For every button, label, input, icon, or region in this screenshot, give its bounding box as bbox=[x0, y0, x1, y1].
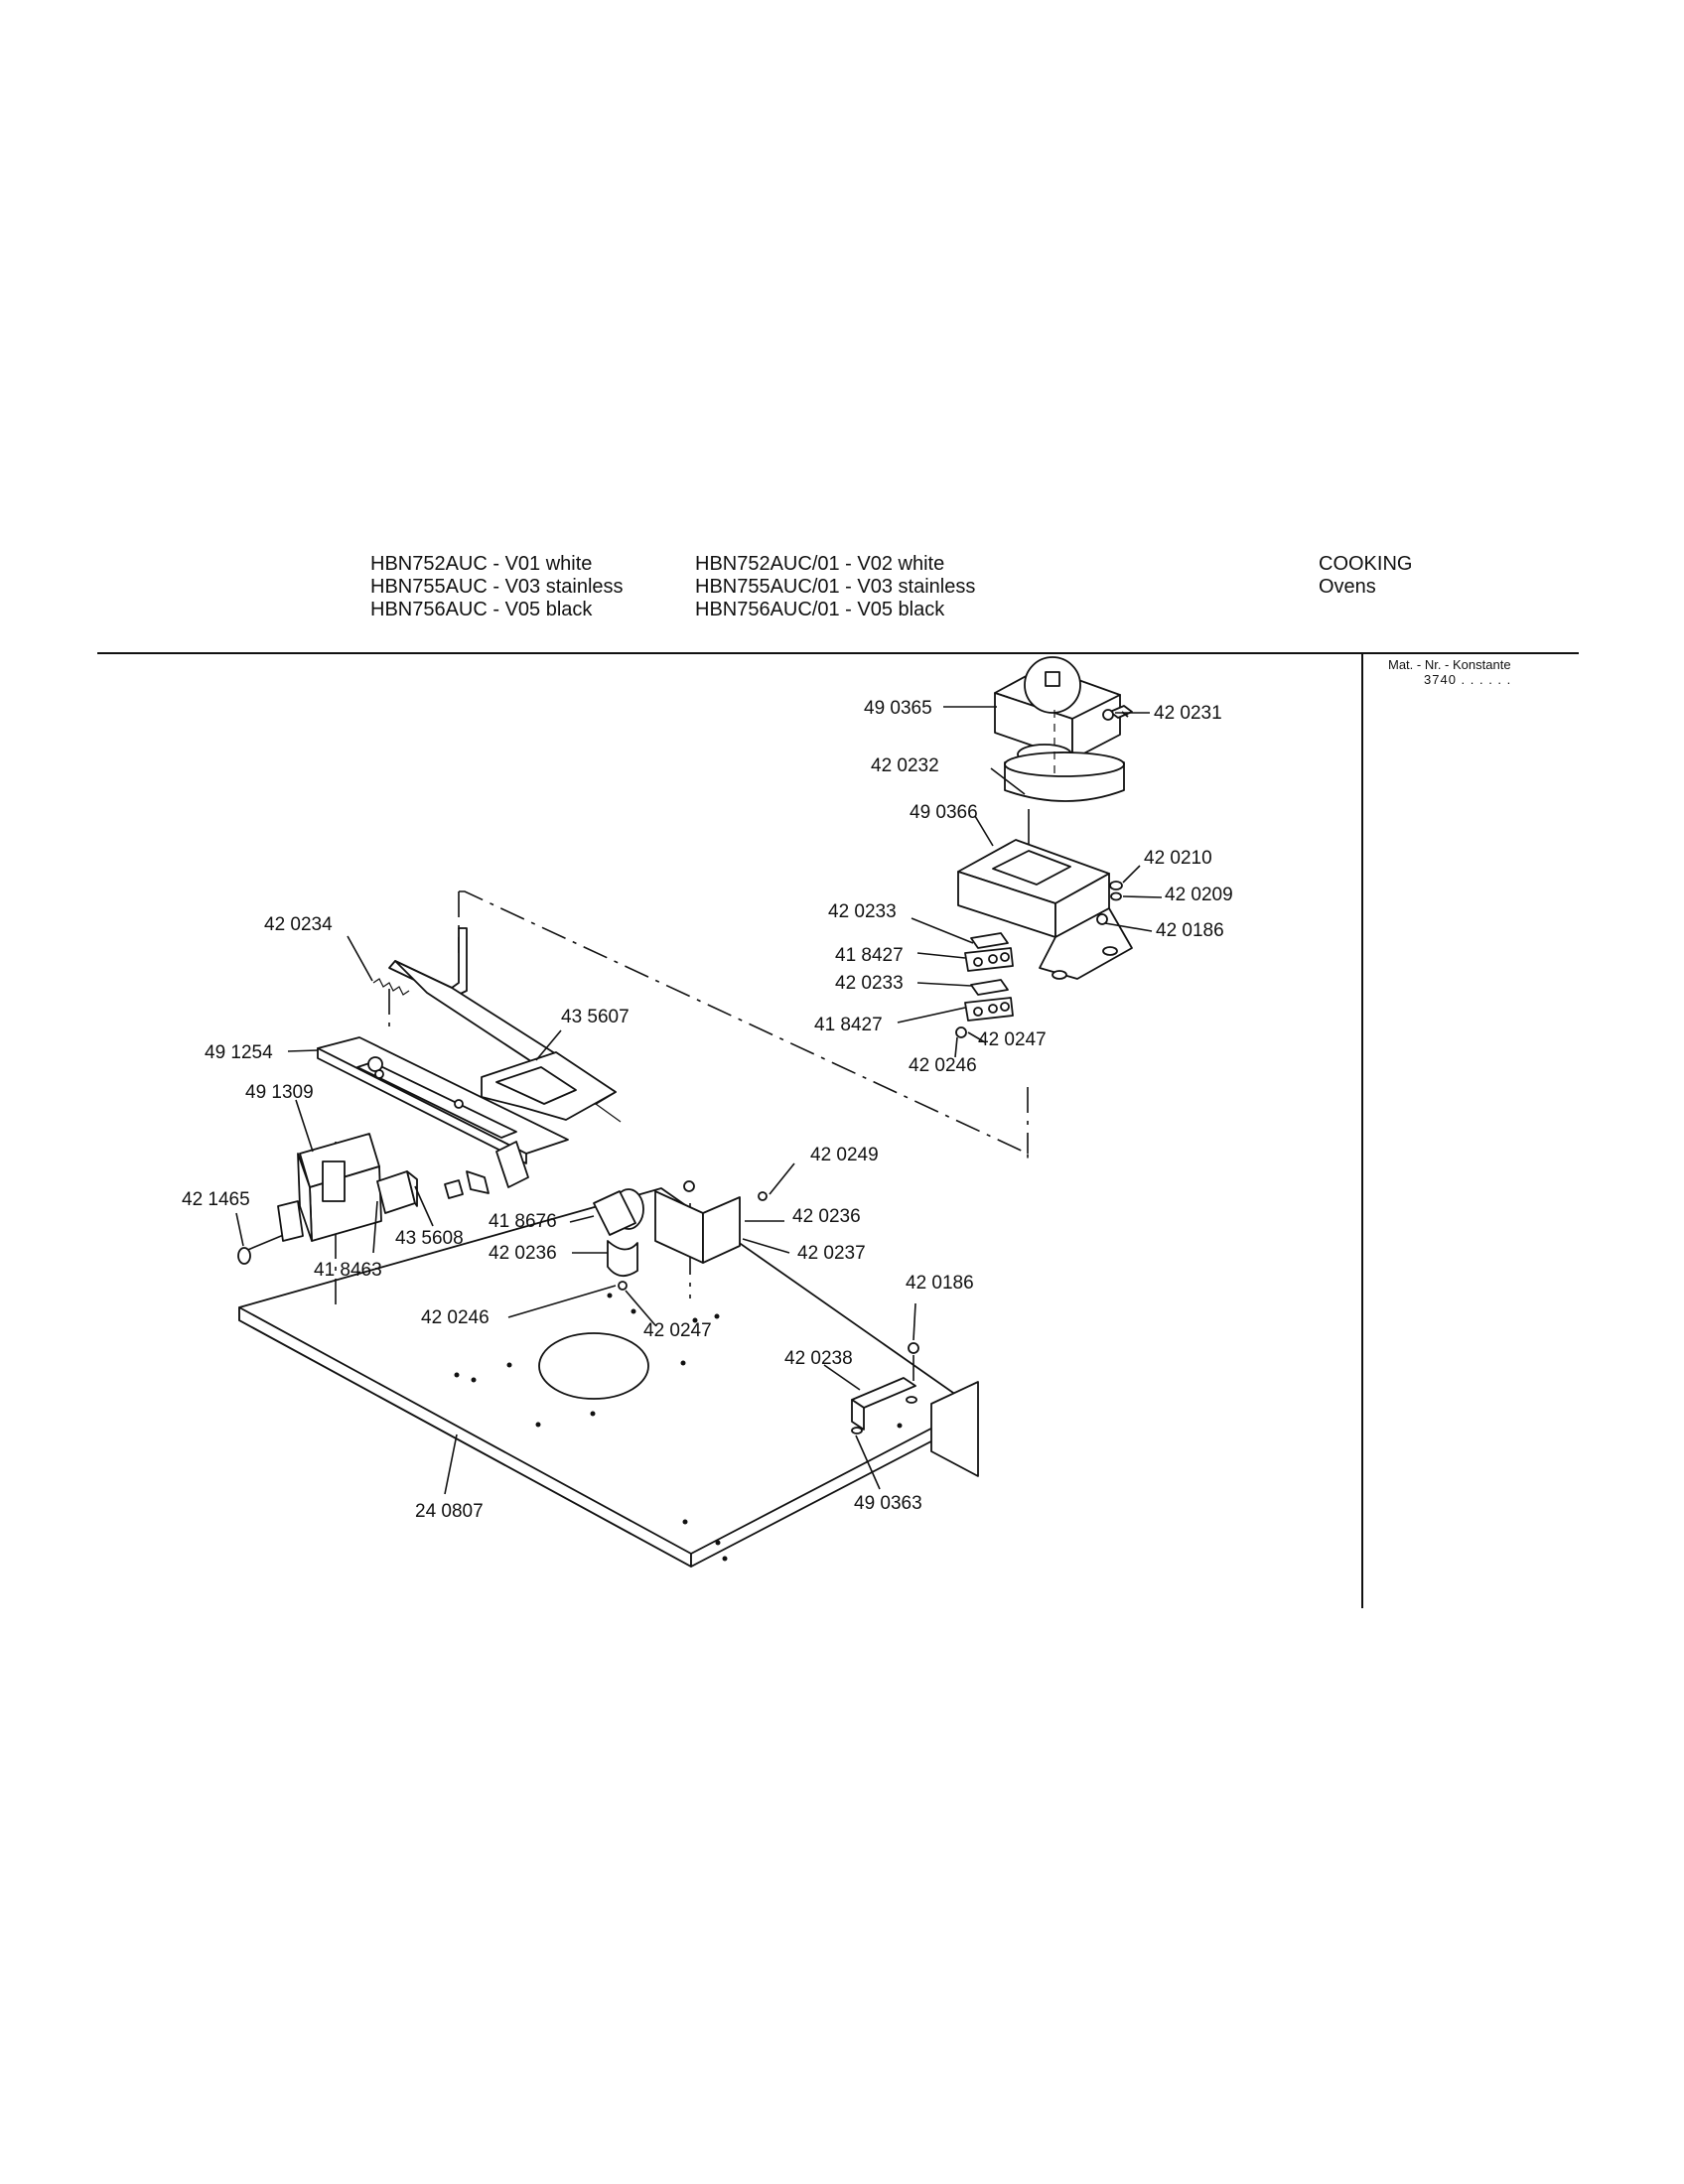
label-420186-bot: 42 0186 bbox=[906, 1273, 974, 1294]
label-420237: 42 0237 bbox=[797, 1243, 866, 1264]
label-490363: 49 0363 bbox=[854, 1493, 922, 1514]
model-line: HBN755AUC - V03 stainless bbox=[370, 576, 624, 598]
label-435607: 43 5607 bbox=[561, 1007, 630, 1027]
microswitch bbox=[376, 1170, 490, 1214]
category-main: COOKING bbox=[1319, 553, 1413, 575]
label-420236-b: 42 0236 bbox=[489, 1243, 557, 1264]
label-418427-b: 41 8427 bbox=[814, 1015, 883, 1035]
mounting-rail bbox=[317, 1036, 569, 1188]
fasteners-top bbox=[1096, 709, 1123, 925]
label-418676: 41 8676 bbox=[489, 1211, 557, 1232]
label-491254: 49 1254 bbox=[205, 1042, 273, 1063]
label-420210: 42 0210 bbox=[1144, 848, 1212, 869]
side-bracket bbox=[851, 1342, 919, 1434]
model-line: HBN756AUC - V05 black bbox=[370, 599, 593, 620]
label-420236-a: 42 0236 bbox=[792, 1206, 861, 1227]
model-line: HBN752AUC/01 - V02 white bbox=[695, 553, 945, 575]
label-420249: 42 0249 bbox=[810, 1145, 879, 1165]
label-420233-b: 42 0233 bbox=[835, 973, 904, 994]
label-491309: 49 1309 bbox=[245, 1082, 314, 1103]
category-sub: Ovens bbox=[1319, 576, 1376, 598]
bracket-rail bbox=[388, 927, 622, 1123]
label-418427-a: 41 8427 bbox=[835, 945, 904, 966]
label-490365: 49 0365 bbox=[864, 698, 932, 719]
leader-lines bbox=[235, 706, 1163, 1495]
label-420246-top: 42 0246 bbox=[909, 1055, 977, 1076]
category-label: COOKING Ovens bbox=[1319, 553, 1412, 599]
label-420232: 42 0232 bbox=[871, 755, 939, 776]
label-420231: 42 0231 bbox=[1154, 703, 1222, 724]
label-240807: 24 0807 bbox=[415, 1501, 484, 1522]
label-420246-bot: 42 0246 bbox=[421, 1307, 490, 1328]
label-418463: 41 8463 bbox=[314, 1260, 382, 1281]
switch-stack bbox=[955, 932, 1014, 1038]
top-assembly bbox=[957, 656, 1133, 980]
model-line: HBN755AUC/01 - V03 stainless bbox=[695, 576, 976, 598]
mat-nr-value: 3740 . . . . . . bbox=[1424, 672, 1512, 687]
thermostat-group bbox=[593, 1180, 768, 1291]
model-line: HBN752AUC - V01 white bbox=[370, 553, 593, 575]
label-490366: 49 0366 bbox=[910, 802, 978, 823]
header-divider bbox=[97, 652, 1579, 654]
label-420238: 42 0238 bbox=[784, 1348, 853, 1369]
label-421465: 42 1465 bbox=[182, 1189, 250, 1210]
label-420209: 42 0209 bbox=[1165, 885, 1233, 905]
model-line: HBN756AUC/01 - V05 black bbox=[695, 599, 945, 620]
label-435608: 43 5608 bbox=[395, 1228, 464, 1249]
model-list-right: HBN752AUC/01 - V02 white HBN755AUC/01 - … bbox=[695, 553, 975, 621]
label-420247-bot: 42 0247 bbox=[643, 1320, 712, 1341]
sidebar-divider bbox=[1361, 652, 1363, 1608]
material-number-box: Mat. - Nr. - Konstante 3740 . . . . . . bbox=[1388, 657, 1511, 687]
base-plate bbox=[238, 1187, 979, 1568]
door-lock-assembly bbox=[237, 1133, 382, 1265]
mat-nr-label: Mat. - Nr. - Konstante bbox=[1388, 657, 1511, 672]
model-list-left: HBN752AUC - V01 white HBN755AUC - V03 st… bbox=[370, 553, 624, 621]
label-420234: 42 0234 bbox=[264, 914, 333, 935]
part-labels: 49 0365 42 0231 42 0232 49 0366 42 0210 … bbox=[182, 698, 1233, 1522]
label-420186-top: 42 0186 bbox=[1156, 920, 1224, 941]
label-420247-top: 42 0247 bbox=[978, 1029, 1047, 1050]
label-420233-a: 42 0233 bbox=[828, 901, 897, 922]
spring bbox=[372, 978, 410, 996]
